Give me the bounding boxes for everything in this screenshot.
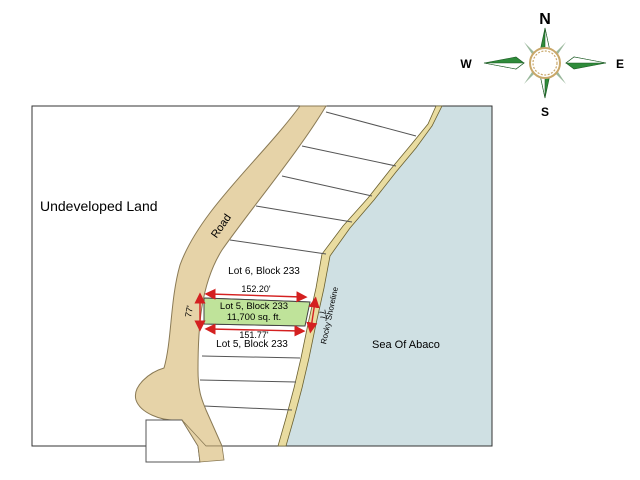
dim-left-label: 77': [183, 305, 195, 319]
dim-top-label: 152.20': [241, 284, 271, 294]
arrow-bottom: [204, 323, 306, 337]
undeveloped-land-label: Undeveloped Land: [40, 198, 158, 214]
compass-north-letter: N: [539, 11, 551, 28]
compass-east-letter: E: [616, 57, 624, 71]
lot-5-name: Lot 5, Block 233: [220, 301, 288, 312]
dim-bottom-label: 151.77': [239, 330, 269, 340]
sea-label: Sea Of Abaco: [372, 339, 440, 351]
compass-west-letter: W: [460, 57, 472, 71]
lot-below-label: Lot 5, Block 233: [216, 339, 288, 350]
arrow-right: [306, 296, 320, 334]
lot-5-area: 11,700 sq. ft.: [227, 312, 281, 323]
arrow-top: [204, 288, 308, 303]
road-end-inner: [181, 419, 225, 463]
dimension-arrows: [194, 288, 320, 337]
rocky-shoreline: [277, 105, 443, 447]
dim-right-label: 77': [317, 309, 329, 323]
road: [134, 105, 327, 447]
lot-6-label: Lot 6, Block 233: [228, 266, 300, 277]
compass-rose: [483, 27, 607, 99]
compass-south-letter: S: [541, 105, 549, 119]
